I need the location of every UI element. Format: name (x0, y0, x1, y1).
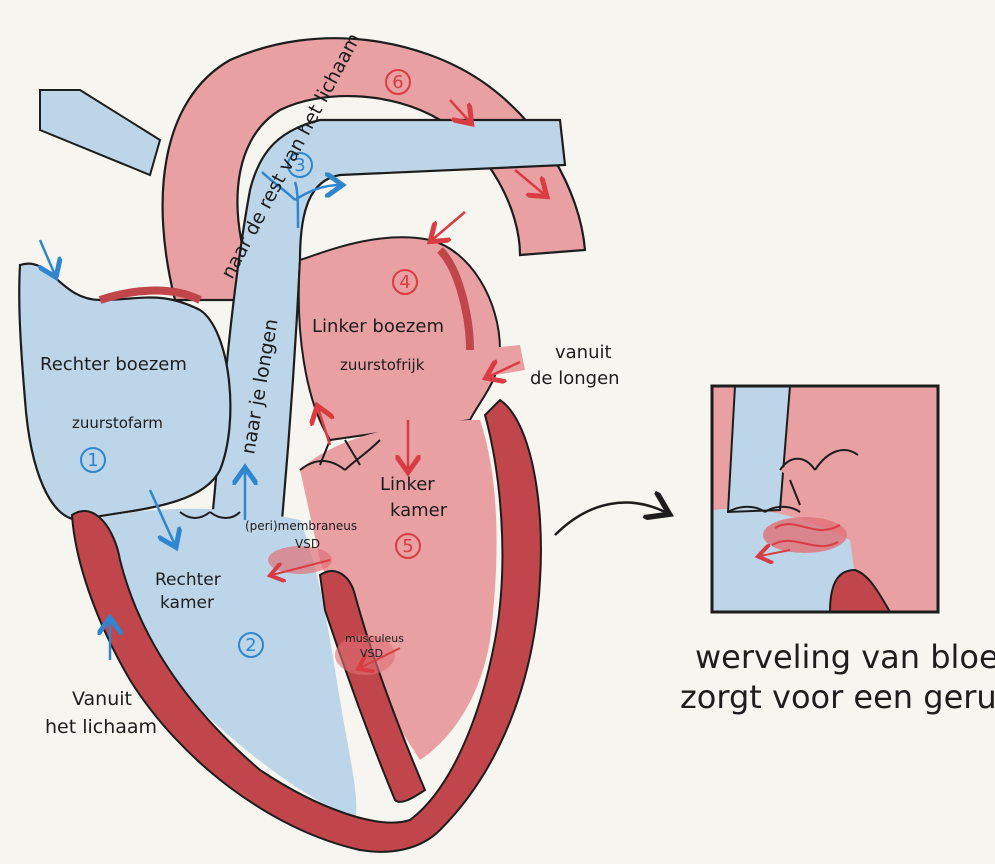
label-left-ventricle-2: kamer (390, 500, 448, 521)
vena-cava-superior (40, 90, 160, 175)
zoom-pointer-arrow (555, 503, 665, 535)
label-from-lungs-1: vanuit (555, 342, 612, 363)
caption-line-1: werveling van bloed (695, 638, 995, 676)
label-right-ventricle-1: Rechter (155, 570, 221, 590)
label-vsd-muscular-2: VSD (360, 647, 383, 660)
label-oxygen-poor: zuurstofarm (72, 414, 163, 432)
caption-line-2: zorgt voor een geruis (680, 678, 995, 716)
label-left-atrium: Linker boezem (312, 316, 444, 337)
label-left-ventricle-1: Linker (380, 474, 435, 495)
label-right-atrium: Rechter boezem (40, 354, 187, 375)
label-vsd-membranous-1: (peri)membraneus (245, 519, 357, 533)
svg-text:6: 6 (392, 72, 403, 93)
svg-text:1: 1 (87, 450, 98, 471)
label-right-ventricle-2: kamer (160, 593, 214, 613)
svg-text:2: 2 (245, 635, 256, 656)
arrow-la-in (432, 212, 465, 240)
zoom-inset (712, 386, 938, 612)
label-vsd-muscular-1: musculeus (345, 632, 404, 645)
label-from-body-2: het lichaam (45, 716, 157, 738)
label-from-body-1: Vanuit (72, 688, 132, 710)
label-from-lungs-2: de longen (530, 368, 620, 389)
label-vsd-membranous-2: VSD (295, 537, 320, 551)
svg-text:4: 4 (399, 272, 410, 293)
svg-text:5: 5 (402, 536, 413, 557)
label-oxygen-rich: zuurstofrijk (340, 356, 425, 374)
